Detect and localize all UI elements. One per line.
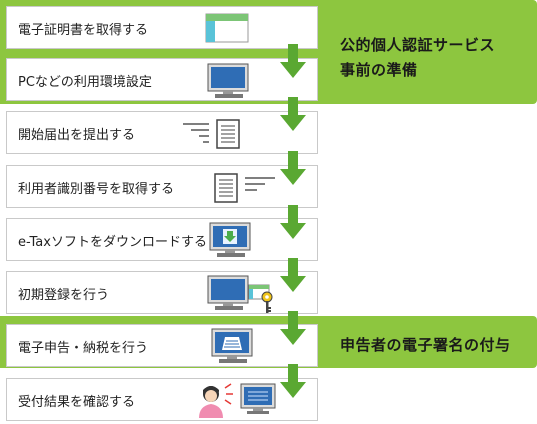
download-monitor-icon	[209, 222, 251, 257]
step-label: 初期登録を行う	[18, 288, 110, 303]
down-arrow-icon	[280, 311, 306, 345]
step-e-filing: 電子申告・納税を行う	[6, 324, 318, 367]
step-label: 受付結果を確認する	[18, 395, 136, 410]
step-label: 電子証明書を取得する	[18, 23, 149, 38]
monitor-document-icon	[211, 328, 253, 363]
certificate-panel-subtitle: 事前の準備	[340, 61, 418, 79]
monitor-key-icon	[207, 275, 273, 313]
certificate-panel-title: 公的個人認証サービス	[340, 36, 496, 54]
down-arrow-icon	[280, 151, 306, 185]
person-monitor-icon	[199, 383, 276, 418]
step-label: 開始届出を提出する	[18, 128, 136, 143]
down-arrow-icon	[280, 205, 306, 239]
signature-panel-title: 申告者の電子署名の付与	[340, 336, 511, 354]
step-download-software: e-Taxソフトをダウンロードする	[6, 218, 318, 261]
step-submit-start-notice: 開始届出を提出する	[6, 111, 318, 154]
down-arrow-icon	[280, 97, 306, 131]
computer-monitor-icon	[207, 63, 249, 98]
down-arrow-icon	[280, 258, 306, 292]
send-document-icon	[183, 119, 240, 149]
step-get-certificate: 電子証明書を取得する	[6, 6, 318, 49]
step-initial-registration: 初期登録を行う	[6, 271, 318, 314]
step-label: 電子申告・納税を行う	[18, 341, 149, 356]
step-label: 利用者識別番号を取得する	[18, 182, 175, 197]
step-check-result: 受付結果を確認する	[6, 378, 318, 421]
step-pc-setup: PCなどの利用環境設定	[6, 58, 318, 101]
step-get-user-id: 利用者識別番号を取得する	[6, 165, 318, 208]
step-label: PCなどの利用環境設定	[18, 75, 152, 90]
receive-document-icon	[214, 173, 275, 203]
down-arrow-icon	[280, 364, 306, 398]
down-arrow-icon	[280, 44, 306, 78]
certificate-card-icon	[205, 13, 249, 43]
step-label: e-Taxソフトをダウンロードする	[18, 235, 207, 250]
